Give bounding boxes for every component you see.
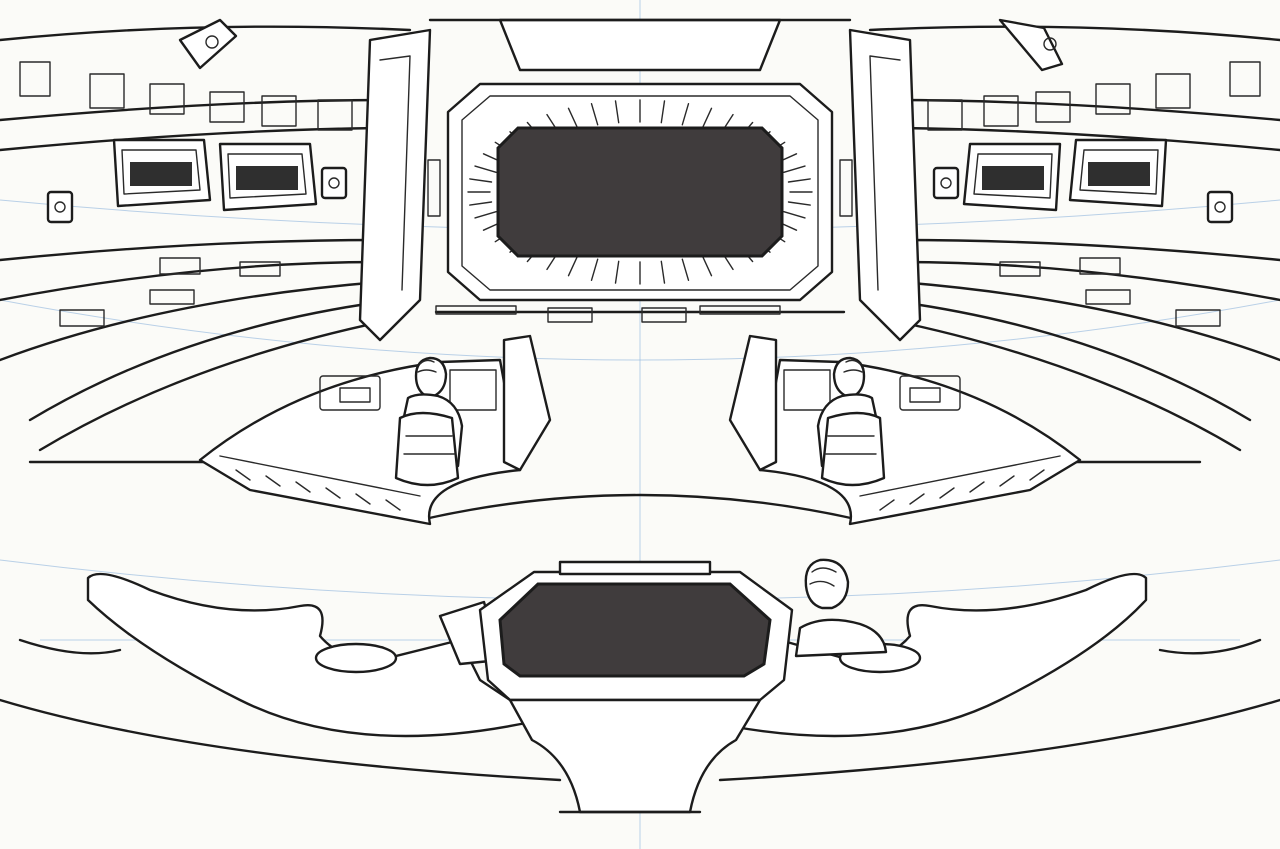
- viewscreen-slat: [469, 201, 493, 206]
- viewscreen-slat: [783, 165, 806, 174]
- viewscreen-slat: [567, 254, 579, 277]
- viewscreen-slat: [614, 260, 620, 284]
- viewscreen-slat: [681, 258, 690, 281]
- helm-console-left: [198, 334, 552, 526]
- viewscreen-slat: [474, 210, 497, 219]
- viewscreen-slat: [701, 254, 713, 277]
- viewscreen-slat: [681, 102, 690, 126]
- viewscreen-slat: [660, 260, 666, 284]
- viewscreen-slat: [469, 178, 493, 183]
- floor-curve: [418, 493, 862, 522]
- viewscreen-slat: [590, 102, 599, 126]
- left-wall: [0, 28, 441, 452]
- command-railing: [0, 572, 1280, 782]
- command-display: [438, 560, 794, 814]
- officer-foreground: [794, 558, 888, 658]
- viewscreen-slat: [783, 210, 806, 219]
- viewscreen-slat: [787, 178, 811, 183]
- viewscreen-slat: [701, 107, 713, 130]
- helm-console-right: [728, 334, 1082, 526]
- viewscreen-slat: [474, 165, 497, 174]
- main-viewscreen: [434, 82, 846, 323]
- ceiling: [0, 18, 1280, 152]
- right-wall: [839, 28, 1280, 452]
- viewscreen-slat: [567, 107, 579, 130]
- viewscreen-slat: [660, 100, 666, 124]
- viewscreen-slat: [787, 201, 811, 206]
- viewscreen-slat: [614, 100, 620, 124]
- viewscreen-slat: [590, 258, 599, 281]
